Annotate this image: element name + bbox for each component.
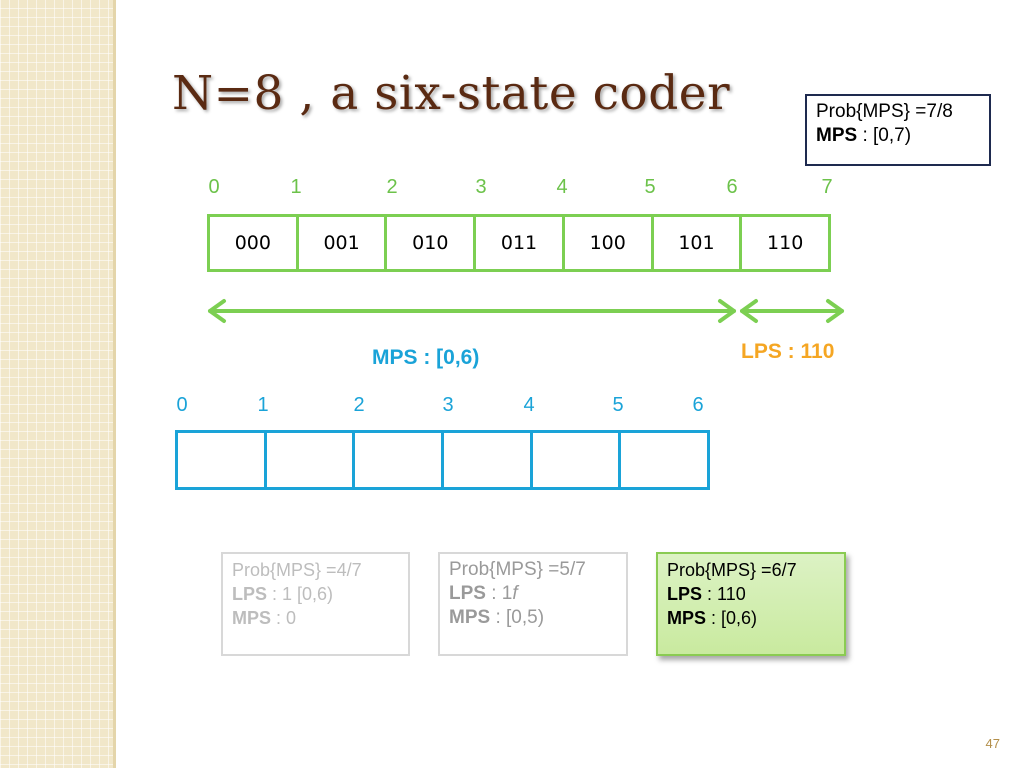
- box-c-mps-label: MPS: [667, 608, 707, 628]
- state-box-5-7: Prob{MPS} =5/7 LPS : 1f MPS : [0,5): [438, 552, 628, 656]
- blue-cell: [355, 433, 445, 487]
- blue-axis-label: 1: [257, 394, 269, 416]
- mps-arrow-right-head: [718, 299, 736, 323]
- green-interval-row: 000 001 010 011 100 101 110: [207, 214, 831, 272]
- decorative-sidebar: [0, 0, 113, 768]
- green-axis-label: 4: [556, 176, 568, 198]
- box-b-prob: Prob{MPS} =5/7: [449, 559, 586, 580]
- blue-cell: [444, 433, 533, 487]
- green-cell: 110: [767, 232, 804, 254]
- blue-axis-label: 5: [612, 394, 624, 416]
- green-cell: 001: [299, 217, 388, 269]
- box-a-mps-label: MPS: [232, 608, 272, 628]
- box-c-mps-value: : [0,6): [706, 608, 758, 628]
- green-cell: 011: [476, 217, 565, 269]
- box-b-lps-value: : 1: [485, 583, 513, 604]
- box-a-mps: MPS : 0: [232, 606, 399, 630]
- green-axis-label: 0: [208, 176, 220, 198]
- top-info-prob: Prob{MPS} =7/8: [816, 101, 953, 122]
- green-axis-label: 5: [644, 176, 656, 198]
- lps-arrow-right-head: [826, 299, 844, 323]
- blue-interval-row: [175, 430, 710, 490]
- box-a-lps: LPS : 1 [0,6): [232, 582, 399, 606]
- top-info-box: Prob{MPS} =7/8 MPS : [0,7): [805, 94, 991, 166]
- box-b-lps-italic: f: [512, 583, 518, 604]
- green-axis-label: 6: [726, 176, 738, 198]
- lps-label: LPS : 110: [741, 340, 835, 363]
- box-c-lps-label: LPS: [667, 584, 703, 604]
- state-box-6-7: Prob{MPS} =6/7 LPS : 110 MPS : [0,6): [656, 552, 846, 656]
- box-c-lps: LPS : 110: [667, 582, 835, 606]
- top-info-mps: MPS : [0,7): [816, 124, 980, 148]
- blue-axis-label: 3: [442, 394, 454, 416]
- box-b-lps: LPS : 1f: [449, 582, 617, 606]
- box-a-mps-value: : 0: [271, 608, 297, 628]
- blue-axis-label: 0: [176, 394, 188, 416]
- green-axis-label: 1: [290, 176, 302, 198]
- blue-axis-label: 4: [523, 394, 535, 416]
- mps-arrow-left-head: [208, 299, 226, 323]
- box-c-prob: Prob{MPS} =6/7: [667, 560, 797, 580]
- box-a-lps-label: LPS: [232, 584, 268, 604]
- blue-cell: [621, 433, 707, 487]
- box-c-lps-value: : 110: [702, 584, 746, 604]
- green-cell: 010: [387, 217, 477, 269]
- page-number: 47: [985, 736, 1000, 751]
- blue-axis-label: 6: [692, 394, 704, 416]
- box-b-mps-label: MPS: [449, 607, 491, 628]
- green-axis-label: 3: [475, 176, 487, 198]
- green-axis-label: 7: [821, 176, 833, 198]
- mps-range-label: MPS : [0,6): [372, 346, 480, 369]
- green-axis-label: 2: [386, 176, 398, 198]
- top-info-mps-label: MPS: [816, 125, 858, 146]
- slide-title: N=8 , a six-state coder: [172, 66, 731, 121]
- box-c-mps: MPS : [0,6): [667, 606, 835, 630]
- box-b-lps-label: LPS: [449, 583, 486, 604]
- blue-cell: [178, 433, 267, 487]
- box-a-prob: Prob{MPS} =4/7: [232, 560, 362, 580]
- blue-axis-label: 2: [353, 394, 365, 416]
- box-b-mps-value: : [0,5): [490, 607, 545, 628]
- blue-cell: [267, 433, 356, 487]
- blue-cell: [533, 433, 622, 487]
- green-cell: 000: [210, 217, 299, 269]
- lps-arrow-left-head: [740, 299, 758, 323]
- top-info-mps-value: : [0,7): [857, 125, 912, 146]
- green-cell: 101: [654, 217, 743, 269]
- sidebar-divider: [113, 0, 116, 768]
- box-b-mps: MPS : [0,5): [449, 606, 617, 630]
- state-box-4-7: Prob{MPS} =4/7 LPS : 1 [0,6) MPS : 0: [221, 552, 410, 656]
- green-cell: 100: [565, 217, 654, 269]
- box-a-lps-value: : 1 [0,6): [267, 584, 334, 604]
